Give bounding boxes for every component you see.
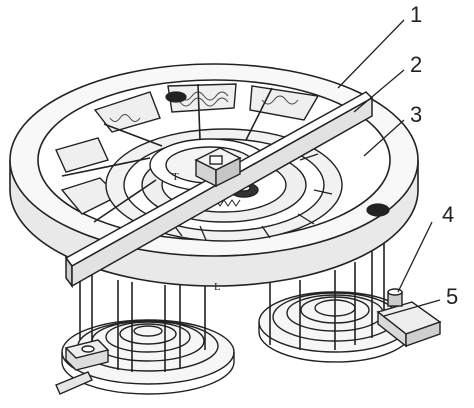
callout-1: 1 bbox=[410, 2, 422, 27]
left-clamp-bracket bbox=[55, 339, 110, 395]
right-clamp-bracket bbox=[376, 288, 442, 348]
spoke-windows bbox=[55, 83, 320, 215]
center-block bbox=[194, 147, 242, 188]
disc-spokes bbox=[61, 83, 273, 223]
lower-spring-assembly-left bbox=[61, 319, 235, 395]
inner-coils bbox=[109, 91, 299, 122]
callout-5: 5 bbox=[446, 284, 458, 309]
base-mark: L bbox=[214, 281, 221, 293]
callout-3: 3 bbox=[410, 102, 422, 127]
callout-2: 2 bbox=[410, 52, 422, 77]
callout-leaders bbox=[337, 19, 441, 317]
callout-4: 4 bbox=[442, 202, 454, 227]
inner-struts bbox=[169, 153, 333, 241]
inner-ring-mark: T bbox=[172, 171, 179, 183]
